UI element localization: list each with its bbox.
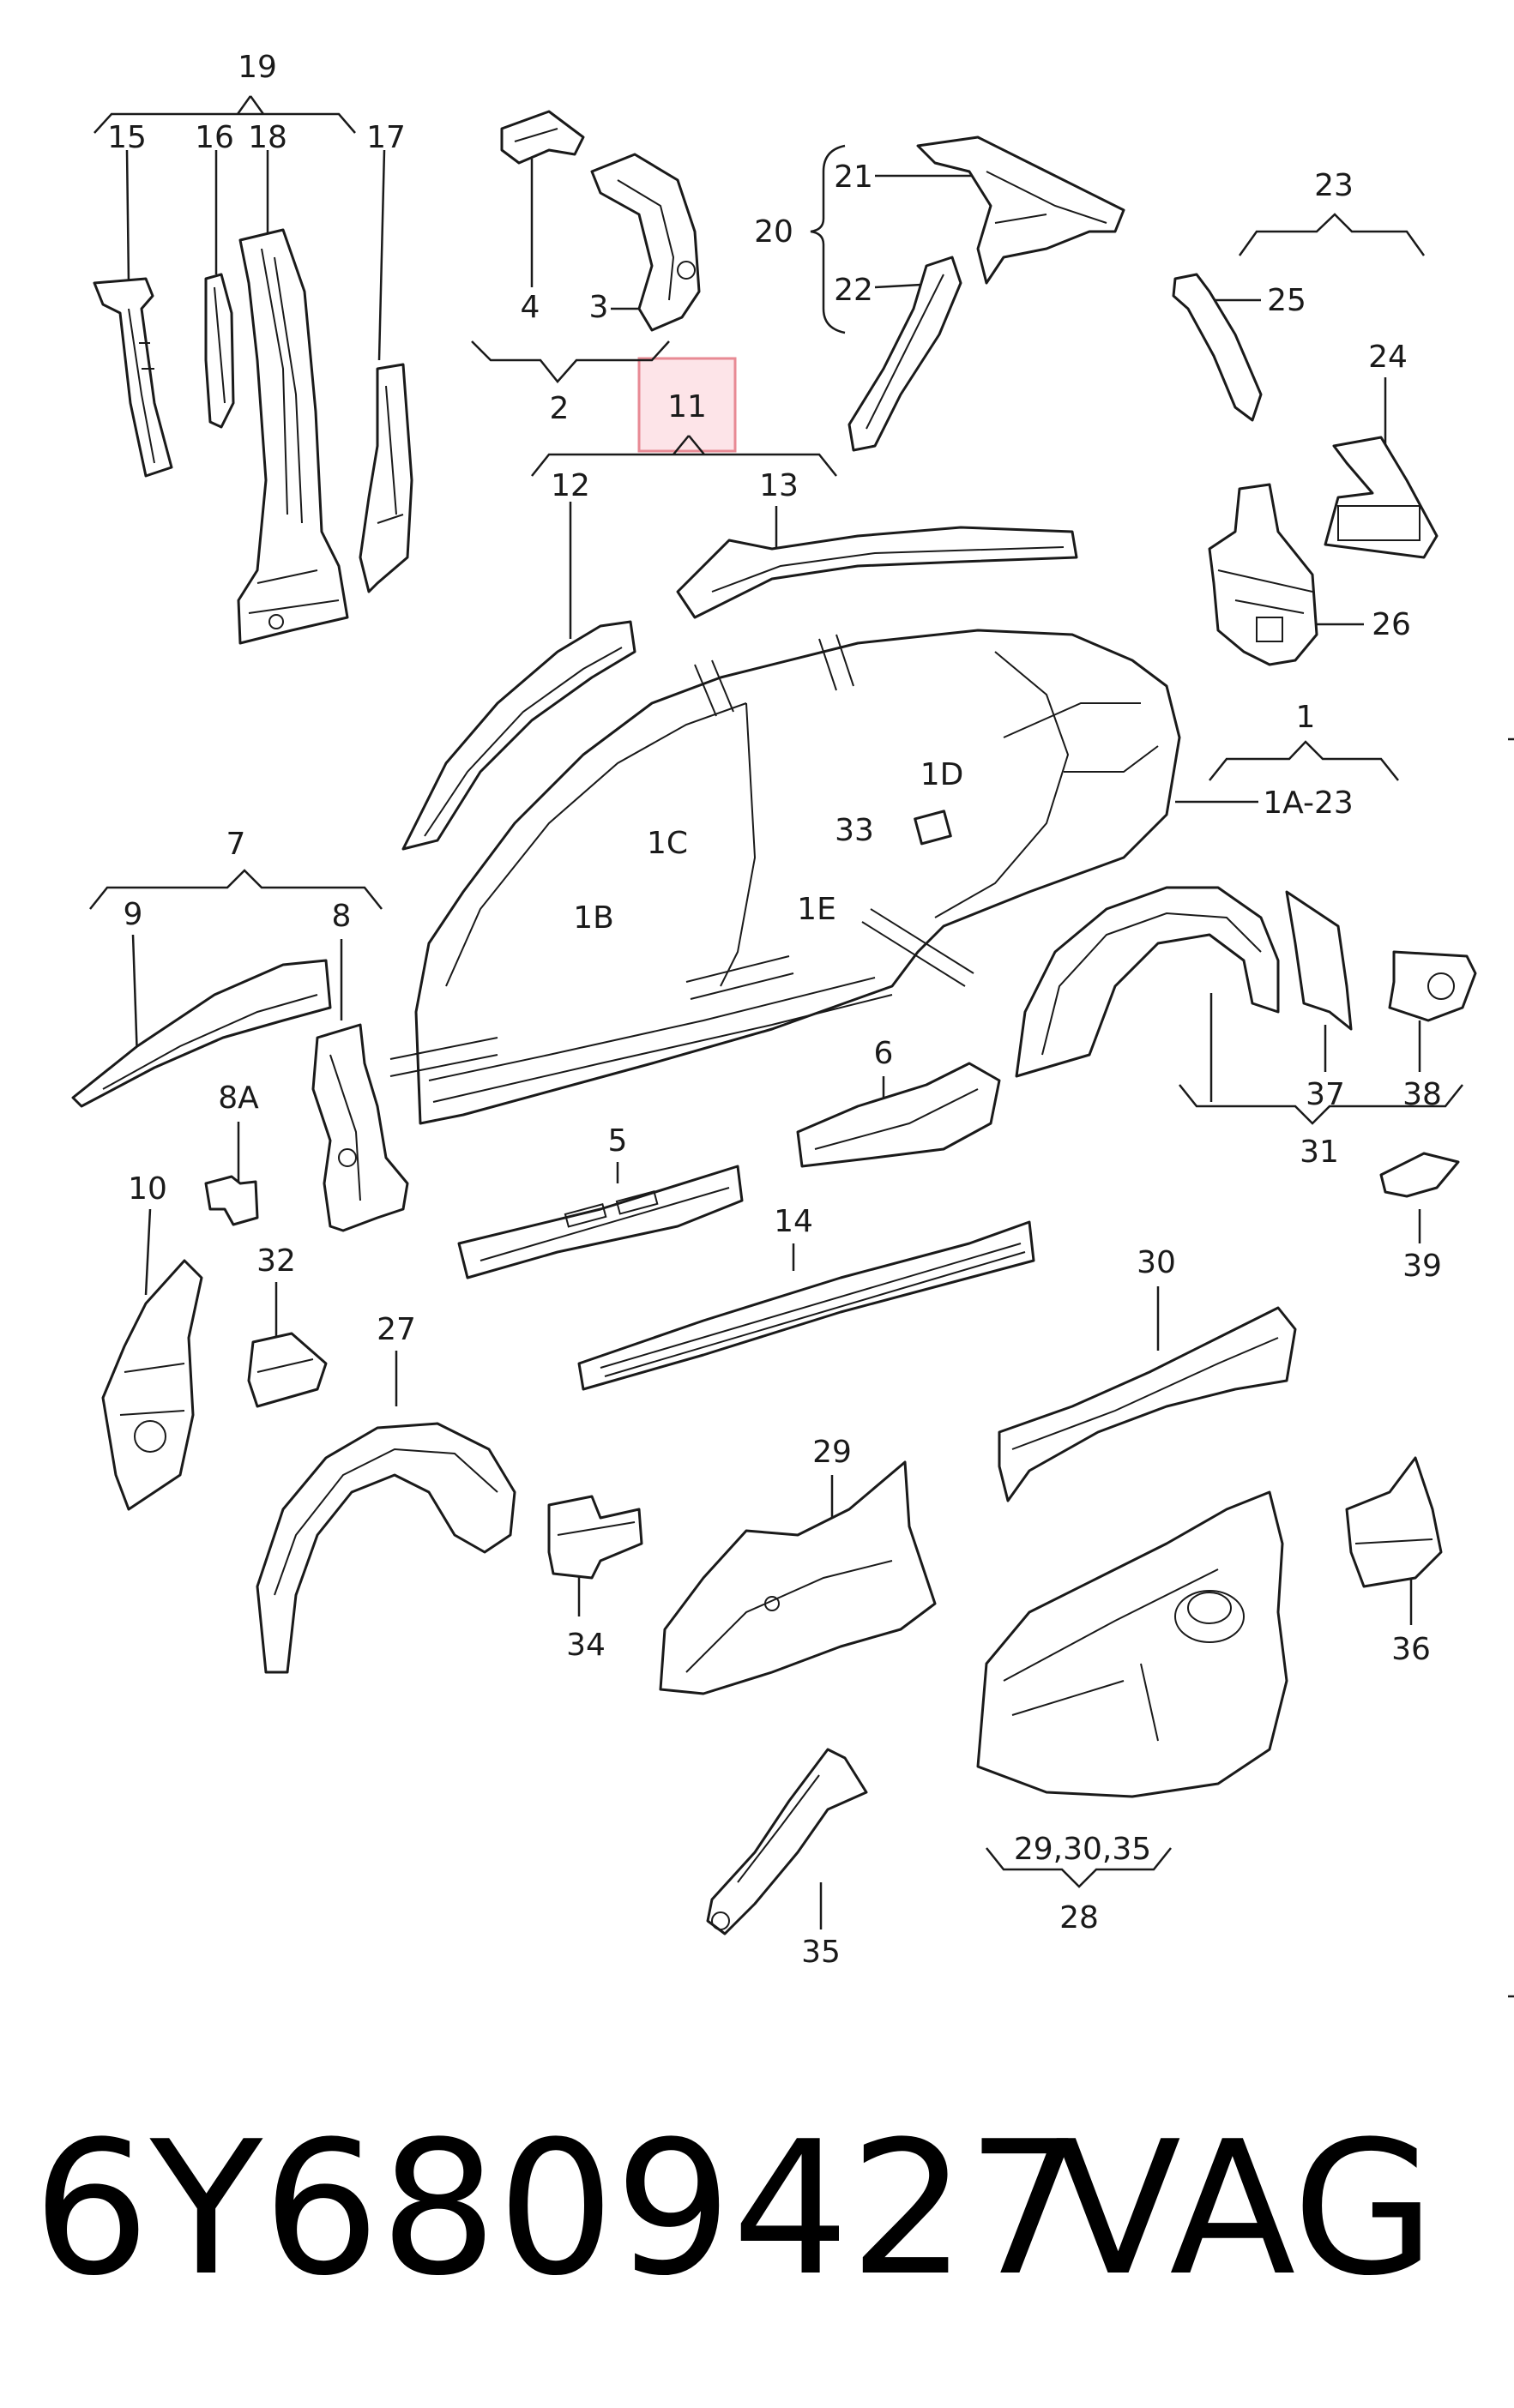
part-22 xyxy=(847,256,962,452)
label-33: 33 xyxy=(835,813,874,848)
label-8a: 8A xyxy=(218,1081,259,1116)
part-8 xyxy=(311,1023,409,1232)
part-30 xyxy=(998,1306,1297,1502)
label-13: 13 xyxy=(759,468,799,503)
label-29: 29 xyxy=(812,1435,852,1470)
label-36: 36 xyxy=(1391,1632,1431,1667)
part-10 xyxy=(101,1259,203,1511)
label-35: 35 xyxy=(801,1935,841,1970)
part-17 xyxy=(359,363,413,593)
part-18 xyxy=(237,228,349,645)
label-8: 8 xyxy=(332,899,352,934)
label-27: 27 xyxy=(377,1312,416,1347)
label-32: 32 xyxy=(256,1243,296,1279)
part-21 xyxy=(916,135,1125,285)
label-18: 18 xyxy=(248,120,287,155)
label-15: 15 xyxy=(107,120,147,155)
label-17: 17 xyxy=(366,120,406,155)
label-7: 7 xyxy=(226,827,246,862)
part-16 xyxy=(204,273,235,429)
label-1d: 1D xyxy=(920,757,964,792)
label-11: 11 xyxy=(667,389,707,424)
part-25 xyxy=(1172,273,1263,422)
part-1-side-panel xyxy=(389,629,1181,1125)
label-10: 10 xyxy=(128,1171,167,1207)
part-27 xyxy=(256,1422,516,1674)
label-21: 21 xyxy=(834,160,873,195)
part-8a xyxy=(204,1175,259,1226)
label-25: 25 xyxy=(1267,283,1306,318)
part-35 xyxy=(706,1748,868,1935)
parts-drawings xyxy=(71,110,1477,1935)
label-38: 38 xyxy=(1402,1077,1442,1112)
label-2: 2 xyxy=(550,391,570,426)
label-4: 4 xyxy=(521,290,540,325)
label-12: 12 xyxy=(551,468,590,503)
label-6: 6 xyxy=(874,1036,894,1071)
label-20: 20 xyxy=(754,214,793,250)
label-19: 19 xyxy=(238,50,277,85)
label-34: 34 xyxy=(566,1628,606,1663)
highlight-box-11 xyxy=(637,357,737,453)
part-37 xyxy=(1285,890,1353,1031)
label-24: 24 xyxy=(1368,340,1408,375)
part-31 xyxy=(1015,886,1280,1078)
label-26: 26 xyxy=(1372,607,1411,642)
part-3 xyxy=(590,153,701,332)
label-28-sub: 29,30,35 xyxy=(1014,1832,1151,1867)
label-1e: 1E xyxy=(797,892,836,927)
label-31: 31 xyxy=(1300,1135,1339,1170)
part-6 xyxy=(796,1062,1001,1168)
part-39 xyxy=(1379,1152,1460,1198)
edge-marks xyxy=(1508,737,1514,1998)
part-29 xyxy=(659,1460,937,1695)
part-34 xyxy=(547,1495,643,1580)
label-9: 9 xyxy=(124,897,143,932)
part-number: 6Y6809427 xyxy=(33,2101,1084,2316)
label-5: 5 xyxy=(608,1123,628,1159)
label-30: 30 xyxy=(1137,1245,1176,1280)
labels: 19 15 16 18 17 4 3 2 11 12 13 20 21 22 2… xyxy=(107,50,1442,1970)
label-1c: 1C xyxy=(647,826,688,861)
part-32 xyxy=(247,1332,328,1408)
part-28 xyxy=(976,1490,1288,1798)
part-15 xyxy=(93,277,173,478)
label-39: 39 xyxy=(1402,1249,1442,1284)
group-brackets xyxy=(89,95,1463,1888)
label-1a: 1A-23 xyxy=(1263,786,1354,821)
part-5 xyxy=(457,1165,744,1279)
label-1b: 1B xyxy=(573,900,614,936)
part-38 xyxy=(1388,950,1477,1022)
part-26 xyxy=(1208,483,1318,666)
label-14: 14 xyxy=(774,1204,813,1239)
part-9 xyxy=(71,959,332,1108)
label-1: 1 xyxy=(1296,700,1316,735)
part-12 xyxy=(401,620,636,851)
part-4 xyxy=(500,110,585,165)
label-16: 16 xyxy=(195,120,234,155)
label-37: 37 xyxy=(1306,1077,1345,1112)
part-36 xyxy=(1345,1456,1443,1588)
part-24 xyxy=(1324,436,1439,559)
label-28: 28 xyxy=(1059,1900,1099,1935)
brand-name: VAG xyxy=(1055,2101,1435,2316)
label-3: 3 xyxy=(589,290,609,325)
label-23: 23 xyxy=(1314,168,1354,203)
part-14 xyxy=(577,1220,1035,1391)
part-13 xyxy=(676,526,1078,619)
label-22: 22 xyxy=(834,273,873,308)
